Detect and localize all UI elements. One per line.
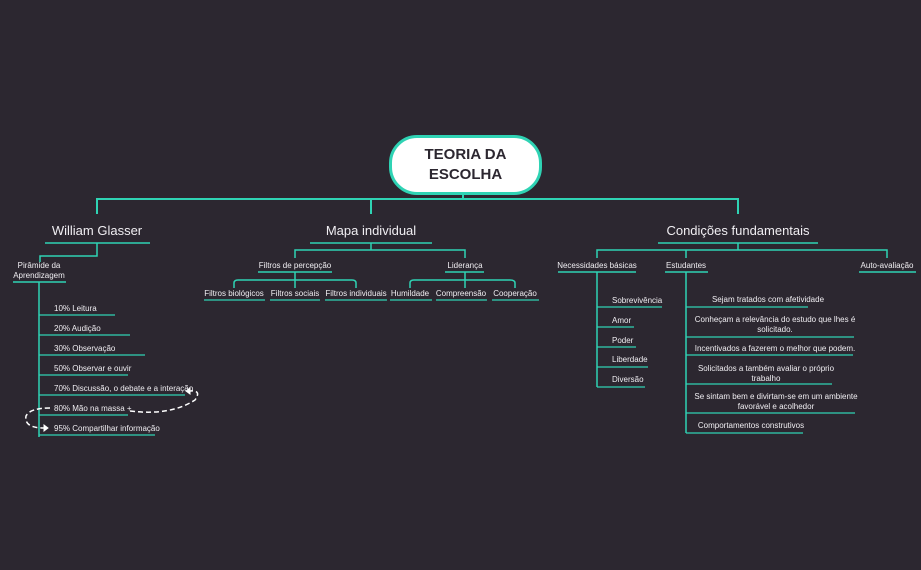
- topic-lideranca[interactable]: Liderança: [447, 261, 483, 270]
- piramide-item[interactable]: 10% Leitura: [54, 304, 97, 313]
- estudante-item-text: Sejam tratados com afetividade: [711, 295, 825, 304]
- estudante-item[interactable]: Se sintam bem e divirtam-se em um ambien…: [694, 392, 857, 412]
- filtro-item[interactable]: Filtros individuais: [325, 289, 387, 298]
- filtro-item[interactable]: Filtros sociais: [270, 289, 320, 298]
- piramide-item[interactable]: 20% Audição: [54, 324, 101, 333]
- estudante-item-text: solicitado.: [757, 325, 793, 334]
- topic-necessidades-basicas[interactable]: Necessidades básicas: [557, 261, 637, 270]
- estudante-item-text: favorável e acolhedor: [737, 402, 815, 411]
- topic-piramide-line1: Pirâmide da: [17, 261, 61, 270]
- lideranca-item[interactable]: Cooperação: [493, 289, 537, 298]
- estudante-item-text: Solicitados a também avaliar o próprio: [697, 364, 835, 373]
- necessidade-item[interactable]: Liberdade: [612, 355, 648, 364]
- piramide-item[interactable]: 70% Discussão, o debate e a interação: [54, 384, 194, 393]
- piramide-item[interactable]: 95% Compartilhar informação: [54, 424, 160, 433]
- estudante-item[interactable]: Sejam tratados com afetividade: [712, 295, 824, 305]
- lideranca-item[interactable]: Compreensão: [435, 289, 487, 298]
- topic-piramide-line2: Aprendizagem: [13, 271, 65, 280]
- piramide-item[interactable]: 80% Mão na massa +: [54, 404, 132, 413]
- lideranca-item[interactable]: Humildade: [390, 289, 430, 298]
- topic-filtros-percepcao[interactable]: Filtros de percepção: [258, 261, 332, 270]
- central-topic[interactable]: TEORIA DA ESCOLHA: [389, 135, 542, 195]
- piramide-item[interactable]: 30% Observação: [54, 344, 116, 353]
- estudante-item-text: Conheçam a relevância do estudo que lhes…: [694, 315, 856, 324]
- central-topic-line1: TEORIA DA: [424, 146, 507, 163]
- topic-condicoes-fundamentais[interactable]: Condições fundamentais: [666, 223, 810, 238]
- estudante-item[interactable]: Comportamentos construtivos: [698, 421, 804, 431]
- estudante-item-text: trabalho: [751, 374, 781, 383]
- estudante-item[interactable]: Conheçam a relevância do estudo que lhes…: [695, 315, 856, 335]
- estudante-item[interactable]: Incentivados a fazerem o melhor que pode…: [695, 344, 856, 354]
- central-topic-line2: ESCOLHA: [428, 166, 503, 183]
- necessidade-item[interactable]: Amor: [612, 316, 632, 325]
- filtro-item[interactable]: Filtros biológicos: [204, 289, 264, 298]
- necessidade-item[interactable]: Sobrevivência: [612, 296, 663, 305]
- estudante-item-text: Incentivados a fazerem o melhor que pode…: [694, 344, 856, 353]
- topic-william-glasser[interactable]: William Glasser: [51, 223, 143, 238]
- topic-auto-avaliacao[interactable]: Auto-avaliação: [860, 261, 914, 270]
- topic-mapa-individual[interactable]: Mapa individual: [325, 223, 417, 238]
- estudante-item-text: Se sintam bem e divirtam-se em um ambien…: [694, 392, 858, 401]
- estudante-item-text: Comportamentos construtivos: [697, 421, 805, 430]
- necessidade-item[interactable]: Poder: [612, 336, 634, 345]
- necessidade-item[interactable]: Diversão: [612, 375, 644, 384]
- piramide-item[interactable]: 50% Observar e ouvir: [54, 364, 132, 373]
- topic-estudantes[interactable]: Estudantes: [665, 261, 707, 270]
